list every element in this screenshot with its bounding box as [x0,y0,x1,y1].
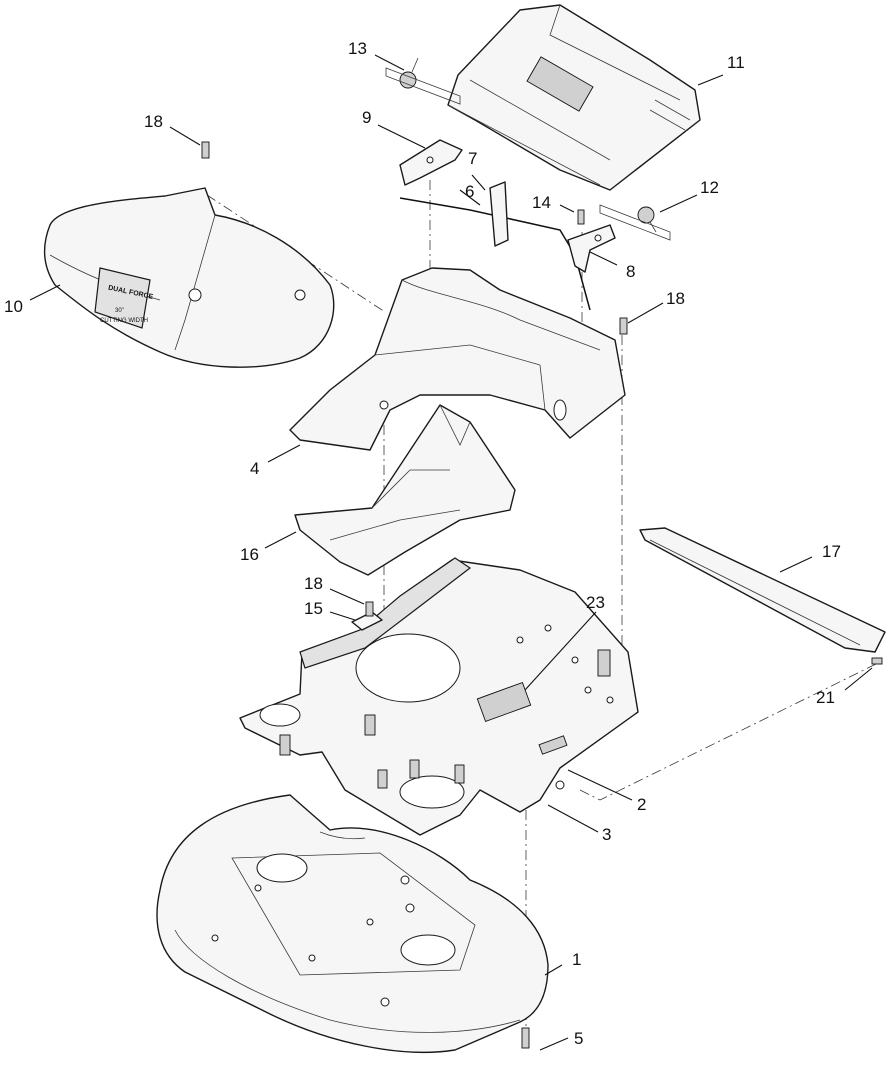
chute-door [447,4,701,191]
callout-18-a: 18 [144,112,163,131]
callout-2: 2 [637,795,646,814]
inner-chute [294,404,516,576]
fasteners [201,141,883,1049]
decal-cutting-width: CUTTING WIDTH [100,318,148,324]
callout-7: 7 [468,149,477,168]
callout-14: 14 [532,193,551,212]
right-bracket [567,224,616,273]
callout-16: 16 [240,545,259,564]
callout-9: 9 [362,108,371,127]
callout-1: 1 [572,950,581,969]
actuator-rod [399,197,591,311]
callout-5: 5 [574,1029,583,1048]
spring-left [385,57,461,105]
callout-13: 13 [348,39,367,58]
callout-18-b: 18 [666,289,685,308]
small-plate [351,611,383,631]
deck-housing [156,794,549,1053]
callout-10: 10 [4,297,23,316]
side-trim-strip [639,527,886,653]
callout-6: 6 [465,182,474,201]
leader-lines [29,54,873,1051]
handle [489,181,509,247]
spring-right [599,204,671,241]
left-bracket [399,139,463,186]
callout-15: 15 [304,599,323,618]
callout-17: 17 [822,542,841,561]
callout-23: 23 [586,593,605,612]
upper-chute-housing [289,267,626,451]
callout-21: 21 [816,688,835,707]
callout-3: 3 [602,825,611,844]
decal-size: 30" [115,308,124,314]
callout-8: 8 [626,262,635,281]
callout-18-c: 18 [304,574,323,593]
callout-labels: 1 2 3 4 5 6 7 8 9 10 11 12 13 14 15 16 1… [4,39,841,1048]
callout-11: 11 [727,53,745,72]
main-deck-plate [239,557,639,836]
callout-4: 4 [250,459,259,478]
left-deflector-cover: DUAL FORCE 30" CUTTING WIDTH [43,187,335,368]
callout-12: 12 [700,178,719,197]
